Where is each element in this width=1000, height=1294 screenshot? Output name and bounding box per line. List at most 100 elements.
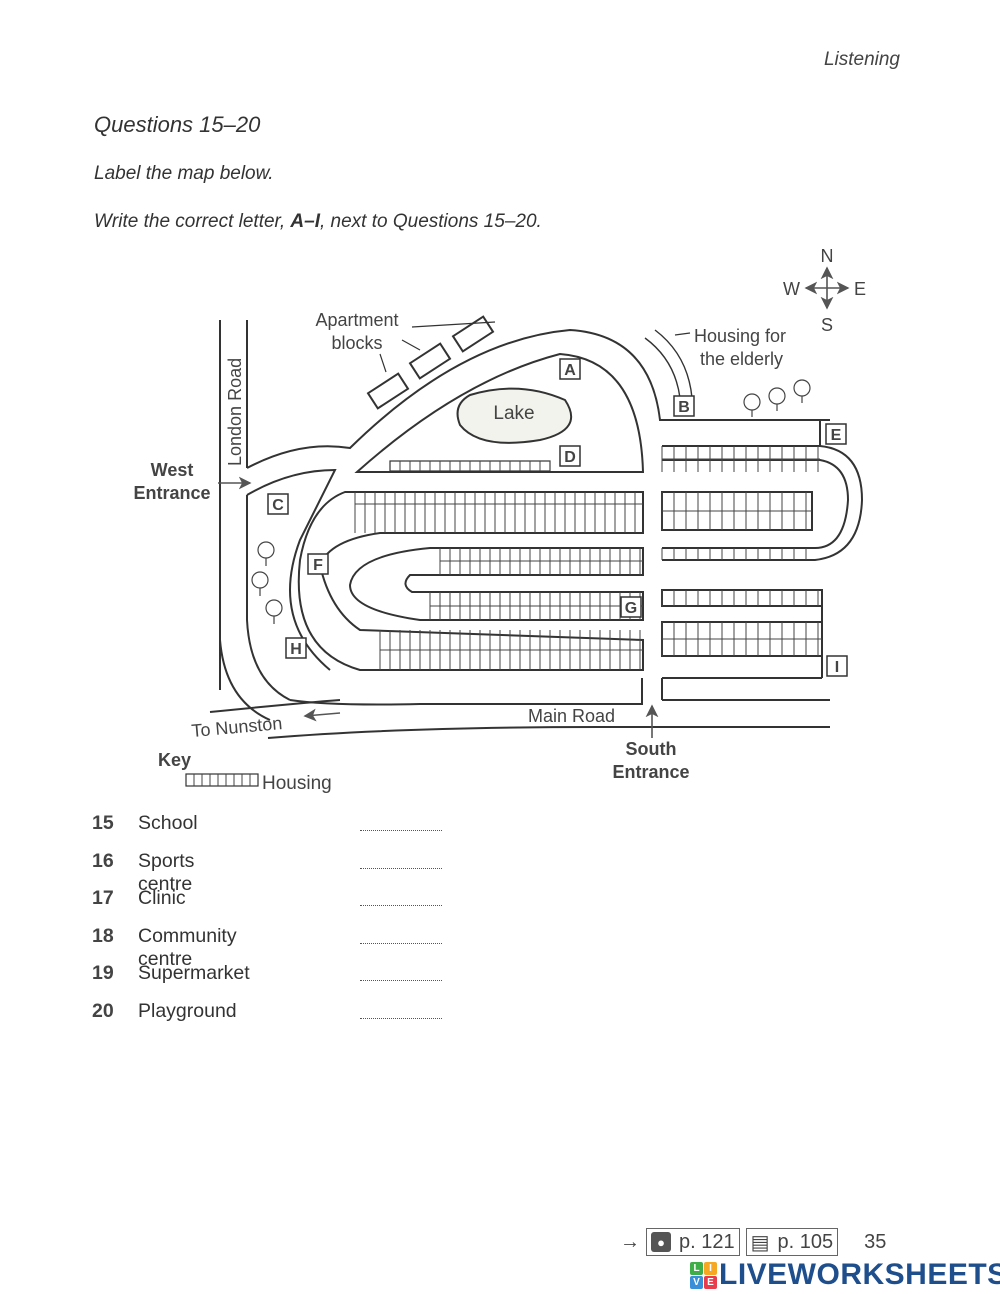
main-road-north-edge bbox=[289, 678, 643, 706]
road-inner-curve bbox=[246, 495, 291, 701]
key-housing-symbol bbox=[185, 773, 259, 787]
map-marker-f: F bbox=[307, 553, 329, 575]
compass-n: N bbox=[821, 246, 834, 266]
question-label: Community centre bbox=[138, 924, 237, 970]
instruction-text: , next to Questions 15–20. bbox=[319, 211, 542, 232]
question-label: Supermarket bbox=[138, 962, 250, 984]
south-entrance-label-1: South bbox=[626, 739, 677, 759]
transcript-ref[interactable]: ▤ p. 105 bbox=[745, 1228, 839, 1256]
map-marker-h: H bbox=[285, 637, 307, 659]
apartment-label-2: blocks bbox=[331, 333, 382, 353]
map-marker-letter: G bbox=[625, 600, 637, 617]
map-marker-letter: E bbox=[831, 427, 842, 444]
question-number: 15 bbox=[92, 812, 114, 834]
question-label: Sports centre bbox=[138, 849, 195, 895]
apartment-block bbox=[408, 342, 452, 380]
key-icon: ● bbox=[651, 1232, 671, 1252]
logo-tile: L bbox=[690, 1261, 703, 1275]
document-icon: ▤ bbox=[750, 1231, 770, 1254]
logo-tile: E bbox=[704, 1275, 717, 1289]
apartment-label-1: Apartment bbox=[315, 310, 398, 330]
inner-u-housing bbox=[348, 547, 644, 621]
map-marker-e: E bbox=[825, 423, 847, 445]
instruction-write-letter: Write the correct letter, A–I, next to Q… bbox=[94, 211, 542, 233]
lake-label: Lake bbox=[493, 403, 534, 424]
map-marker-letter: A bbox=[564, 362, 576, 379]
key-title: Key bbox=[158, 750, 191, 770]
tree-icon bbox=[257, 541, 275, 566]
page-footer: → ● p. 121 ▤ p. 105 35 bbox=[620, 1228, 886, 1256]
logo-tiles-icon: L I V E bbox=[690, 1261, 717, 1289]
map-marker-d: D bbox=[559, 445, 581, 467]
tree-icon bbox=[251, 571, 269, 596]
west-entrance-label-1: West bbox=[151, 460, 194, 480]
instruction-label-map: Label the map below. bbox=[94, 163, 274, 184]
question-label: Clinic bbox=[138, 887, 186, 909]
liveworksheets-logo: L I V E LIVEWORKSHEETS bbox=[690, 1260, 1000, 1290]
answer-key-ref[interactable]: ● p. 121 bbox=[646, 1228, 740, 1256]
section-tag: Listening bbox=[823, 49, 900, 70]
map-marker-b: B bbox=[673, 395, 695, 417]
arrow-right-icon: → bbox=[620, 1230, 640, 1253]
map-marker-letter: B bbox=[678, 399, 690, 416]
london-road-label: London Road bbox=[225, 358, 245, 466]
transcript-page: p. 105 bbox=[777, 1230, 834, 1253]
question-number: 20 bbox=[92, 999, 114, 1022]
map-marker-a: A bbox=[559, 358, 581, 380]
map-marker-letter: I bbox=[835, 659, 839, 676]
south-entrance-label-2: Entrance bbox=[612, 762, 689, 782]
elderly-housing bbox=[644, 329, 693, 399]
answer-blank[interactable] bbox=[360, 891, 442, 906]
compass-e: E bbox=[854, 279, 866, 299]
main-road-label: Main Road bbox=[528, 706, 615, 726]
answer-blank[interactable] bbox=[360, 929, 442, 944]
map-marker-i: I bbox=[826, 655, 848, 677]
lake-block bbox=[354, 352, 645, 473]
question-number: 17 bbox=[92, 887, 114, 909]
answer-blank[interactable] bbox=[360, 1004, 442, 1019]
road-curve bbox=[219, 639, 271, 721]
logo-tile: I bbox=[704, 1261, 717, 1275]
map-marker-c: C bbox=[267, 493, 289, 515]
tree-icon bbox=[743, 393, 761, 417]
housing-grid bbox=[193, 446, 822, 786]
map-marker-g: G bbox=[620, 596, 642, 618]
page-number: 35 bbox=[864, 1230, 887, 1253]
tree-icon bbox=[265, 599, 283, 624]
map-marker-letter: H bbox=[290, 641, 302, 658]
instruction-text: Write the correct letter, bbox=[94, 211, 291, 232]
map-marker-letter: D bbox=[564, 449, 576, 466]
west-entrance-label-2: Entrance bbox=[133, 483, 210, 503]
tree-icon bbox=[768, 387, 786, 411]
compass-s: S bbox=[821, 315, 833, 335]
apartment-block bbox=[366, 372, 410, 410]
main-road-south-edge bbox=[267, 726, 830, 739]
to-nunston-arrow bbox=[303, 708, 341, 722]
compass-w: W bbox=[783, 279, 800, 299]
key-housing-label: Housing bbox=[262, 773, 332, 794]
logo-text: LIVEWORKSHEETS bbox=[719, 1258, 1000, 1291]
question-label: Playground bbox=[138, 999, 237, 1022]
answer-key-page: p. 121 bbox=[679, 1230, 735, 1253]
lake bbox=[456, 387, 573, 444]
trees bbox=[251, 379, 811, 624]
elderly-label-1: Housing for bbox=[694, 326, 786, 346]
answer-blank[interactable] bbox=[360, 816, 442, 831]
elderly-label-2: the elderly bbox=[700, 349, 783, 369]
answer-blank[interactable] bbox=[360, 966, 442, 981]
questions-title: Questions 15–20 bbox=[94, 112, 261, 137]
to-nunston-label: To Nunston bbox=[191, 713, 283, 741]
apartment-block bbox=[451, 315, 495, 353]
question-number: 19 bbox=[92, 962, 114, 984]
answer-blank[interactable] bbox=[360, 854, 442, 869]
tree-icon bbox=[793, 379, 811, 403]
outer-u-housing bbox=[297, 491, 644, 671]
map-marker-letter: C bbox=[272, 497, 284, 514]
map-marker-letter: F bbox=[313, 557, 323, 574]
main-road-edge bbox=[209, 699, 341, 713]
letter-range: A–I bbox=[290, 211, 320, 232]
logo-tile: V bbox=[690, 1275, 703, 1289]
north-loop-outer bbox=[246, 328, 830, 469]
question-label: School bbox=[138, 812, 198, 834]
